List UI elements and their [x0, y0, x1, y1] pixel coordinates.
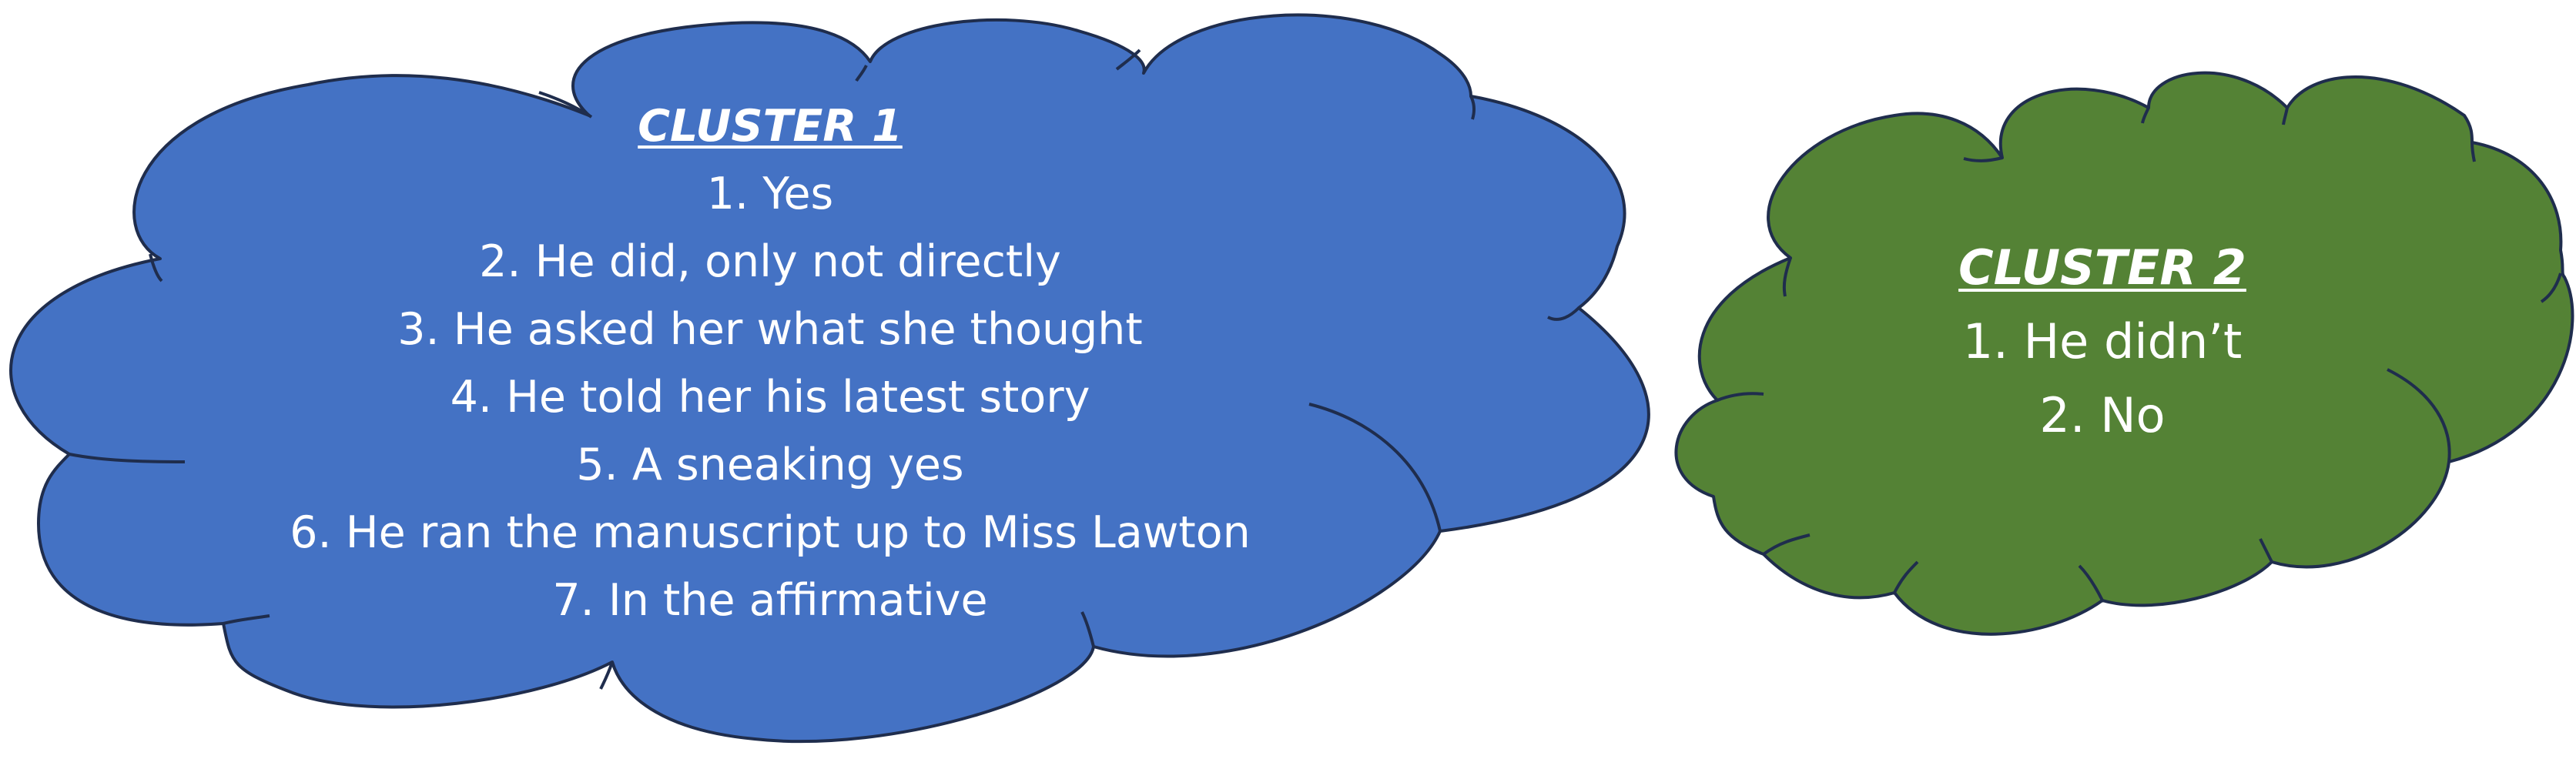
list-item: 4. He told her his latest story — [450, 372, 1090, 423]
list-item: 7. In the affirmative — [552, 575, 988, 626]
cluster2-cloud-arc — [2259, 538, 2273, 563]
list-item: 1. Yes — [706, 169, 834, 219]
cluster2-cloud-arc — [1893, 560, 1919, 593]
cluster2-cloud-arc — [2540, 272, 2562, 303]
cluster1-cloud-arc — [538, 91, 593, 119]
list-item: 3. He asked her what she thought — [397, 304, 1143, 355]
cluster1-cloud-arc — [855, 65, 868, 82]
cluster1-list: 1. Yes 2. He did, only not directly 3. H… — [0, 160, 1540, 634]
cluster2-list: 1. He didn’t 2. No — [1725, 305, 2480, 453]
cluster1-cloud-arc — [149, 253, 163, 283]
cluster2-cloud-arc — [2141, 107, 2150, 124]
cluster2-title: CLUSTER 2 — [1958, 239, 2246, 296]
cluster1-cloud — [9, 13, 1650, 744]
cluster2-cloud-arc — [1762, 533, 1811, 556]
cluster2-cloud-arc — [2282, 107, 2289, 125]
list-item: 6. He ran the manuscript up to Miss Lawt… — [290, 507, 1251, 558]
cluster2-cloud-arc — [1963, 156, 2003, 162]
list-item: 2. No — [2039, 387, 2166, 443]
cluster2-cloud-arc — [1782, 257, 1792, 297]
cluster1-cloud-arc — [69, 453, 186, 463]
cluster1-content: CLUSTER 1 1. Yes 2. He did, only not dir… — [0, 92, 1540, 634]
cluster2-content: CLUSTER 2 1. He didn’t 2. No — [1725, 231, 2480, 453]
cluster2-cloud — [1674, 71, 2574, 636]
cluster1-cloud-arc — [1547, 306, 1580, 321]
cluster1-cloud-arc — [1308, 403, 1442, 532]
cluster1-cloud-arc — [223, 614, 270, 625]
cluster1-cloud-arc — [1080, 611, 1095, 647]
cluster2-cloud-arc — [2387, 368, 2451, 463]
cluster2-cloud-arc — [2470, 142, 2476, 162]
cluster1-cloud-arc — [1115, 48, 1141, 71]
cluster2-cloud-arc — [2078, 564, 2104, 601]
cluster1-cloud-shape — [9, 13, 1650, 744]
cluster2-cloud-shape — [1674, 71, 2574, 636]
cluster1-title: CLUSTER 1 — [638, 101, 903, 152]
cluster2-cloud-arc — [1717, 392, 1764, 402]
list-item: 1. He didn’t — [1962, 313, 2243, 369]
cluster1-cloud-arc — [1469, 95, 1476, 120]
cluster1-cloud-arc — [599, 661, 614, 690]
list-item: 5. A sneaking yes — [576, 440, 964, 490]
list-item: 2. He did, only not directly — [479, 236, 1061, 287]
